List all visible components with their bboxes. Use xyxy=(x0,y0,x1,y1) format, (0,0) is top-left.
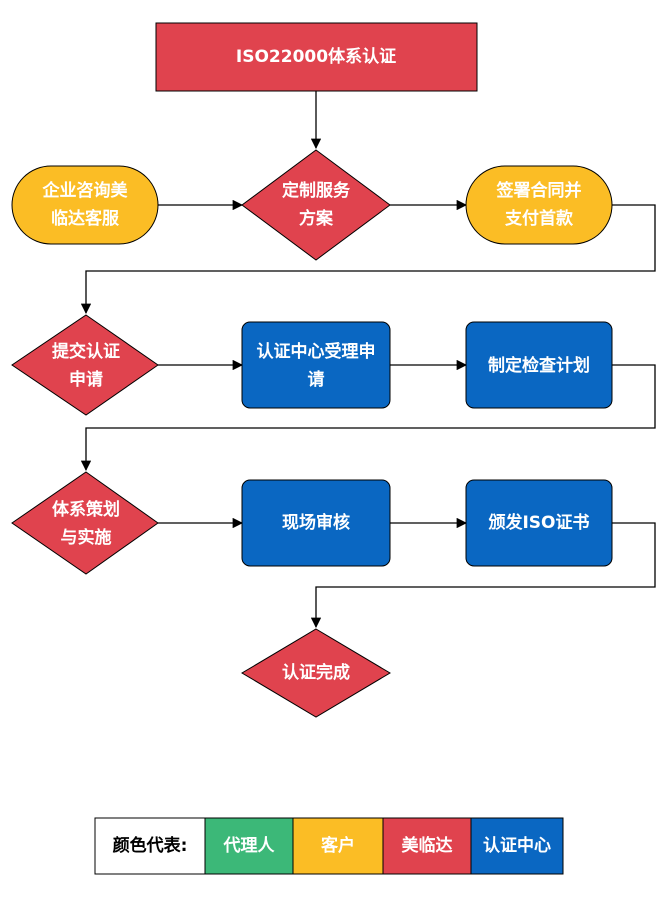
node-consult: 企业咨询美 临达客服 xyxy=(11,165,159,245)
legend-swatch-cert-center xyxy=(470,817,564,875)
title-text: ISO22000体系认证 xyxy=(236,46,396,67)
edges xyxy=(80,91,656,629)
node-submit-application: 提交认证 申请 xyxy=(11,314,159,416)
node-accept-application-line2: 请 xyxy=(308,370,325,390)
node-custom-plan-line2: 方案 xyxy=(299,208,334,229)
legend-label-agent: 代理人 xyxy=(223,835,276,856)
node-issue-certificate: 颁发ISO证书 xyxy=(465,479,613,567)
node-sign-contract: 签署合同并 支付首款 xyxy=(465,165,613,245)
edge-sign-to-submit xyxy=(80,204,656,315)
node-issue-certificate-line1: 颁发ISO证书 xyxy=(488,512,589,533)
edge-certificate-to-complete xyxy=(310,522,656,629)
title-box: ISO22000体系认证 xyxy=(155,22,478,92)
node-accept-application-line1: 认证中心受理申 xyxy=(257,341,376,362)
node-consult-line2: 临达客服 xyxy=(51,208,120,229)
node-onsite-audit-line1: 现场审核 xyxy=(282,512,350,533)
node-consult-line1: 企业咨询美 xyxy=(42,180,129,201)
node-system-planning: 体系策划 与实施 xyxy=(11,471,159,575)
node-custom-plan-line1: 定制服务 xyxy=(282,180,351,201)
node-onsite-audit: 现场审核 xyxy=(241,479,391,567)
node-sign-contract-line1: 签署合同并 xyxy=(496,180,582,201)
node-inspection-plan-line1: 制定检查计划 xyxy=(488,355,590,376)
legend-swatch-customer xyxy=(292,817,384,875)
legend-label-meilinda: 美临达 xyxy=(402,835,453,856)
node-submit-application-line2: 申请 xyxy=(69,369,103,390)
node-complete: 认证完成 xyxy=(241,628,391,718)
legend-swatch-agent xyxy=(204,817,294,875)
legend-title: 颜色代表: xyxy=(113,835,188,856)
edge-inspection-to-planning xyxy=(80,364,656,472)
node-accept-application: 认证中心受理申 请 xyxy=(241,321,391,409)
node-custom-plan: 定制服务 方案 xyxy=(241,149,391,261)
legend: 颜色代表: 代理人 客户 美临达 认证中心 xyxy=(94,817,564,875)
node-complete-line1: 认证完成 xyxy=(282,662,350,683)
legend-swatch-meilinda xyxy=(382,817,472,875)
node-system-planning-line2: 与实施 xyxy=(61,527,112,548)
node-system-planning-line1: 体系策划 xyxy=(52,499,120,520)
node-submit-application-line1: 提交认证 xyxy=(52,341,120,362)
node-sign-contract-line2: 支付首款 xyxy=(505,208,574,229)
legend-label-customer: 客户 xyxy=(320,835,355,856)
legend-label-cert-center: 认证中心 xyxy=(483,835,551,856)
node-inspection-plan: 制定检查计划 xyxy=(465,321,613,409)
